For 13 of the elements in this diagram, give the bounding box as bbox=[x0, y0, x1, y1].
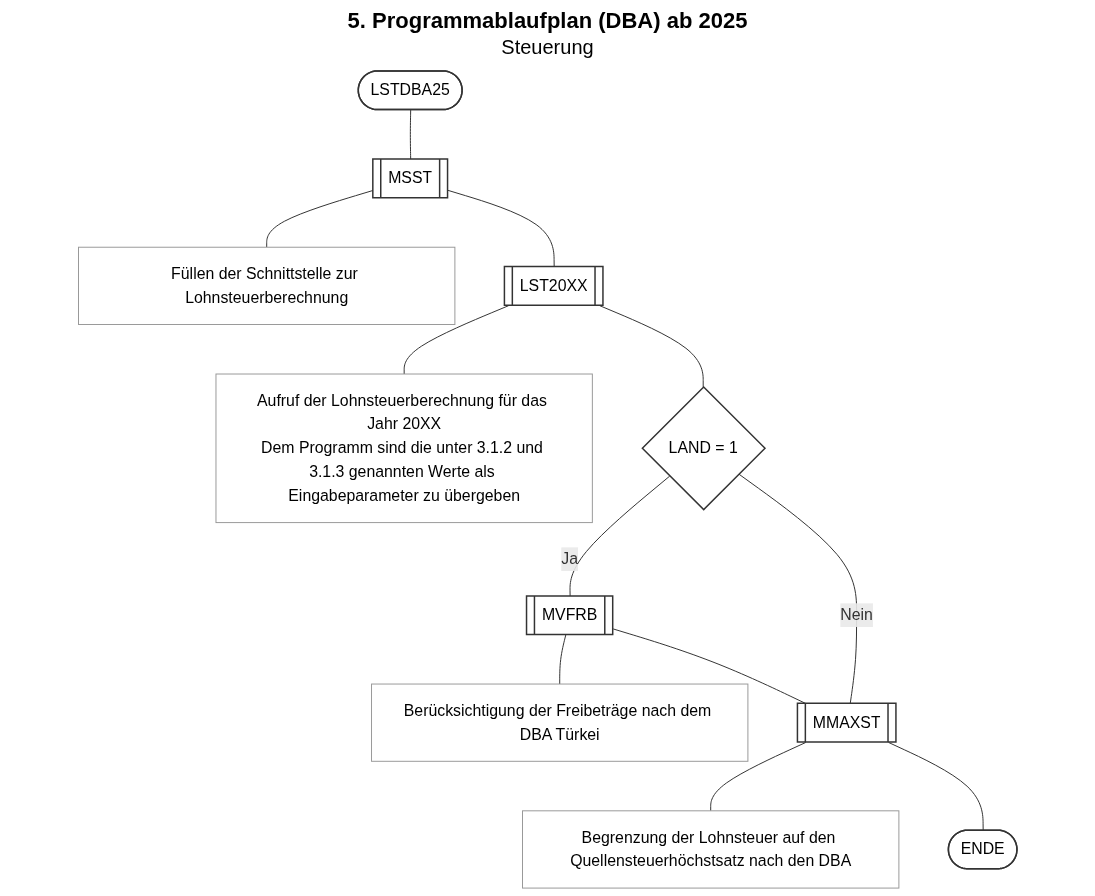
node-box: Berücksichtigung der Freibeträge nach dem DBA Türkei bbox=[370, 683, 749, 762]
node-box: Aufruf der Lohnsteuerberechnung für das Jahr 20XX Dem Programm sind die unter 3.1.2 und 3.1.3 genannten Werte als Eingabeparameter zu übergeben bbox=[215, 373, 593, 524]
connector bbox=[559, 634, 567, 685]
subtitle: Steuerung bbox=[501, 36, 594, 58]
node-box: Füllen der Schnittstelle zur Lohnsteuerberechnung bbox=[77, 246, 456, 325]
connector bbox=[403, 305, 509, 375]
connector bbox=[599, 305, 704, 388]
edge-label: Ja bbox=[561, 550, 578, 568]
diagram-title: 5. Programmablaufplan (DBA) ab 2025 bbox=[347, 8, 748, 34]
connector bbox=[266, 189, 374, 248]
edge-label: Nein bbox=[840, 606, 873, 624]
node-box: Begrenzung der Lohnsteuer auf den Quellensteuerhöchstsatz nach den DBA bbox=[521, 810, 900, 889]
node-diamond: LAND = 1 bbox=[641, 385, 766, 511]
